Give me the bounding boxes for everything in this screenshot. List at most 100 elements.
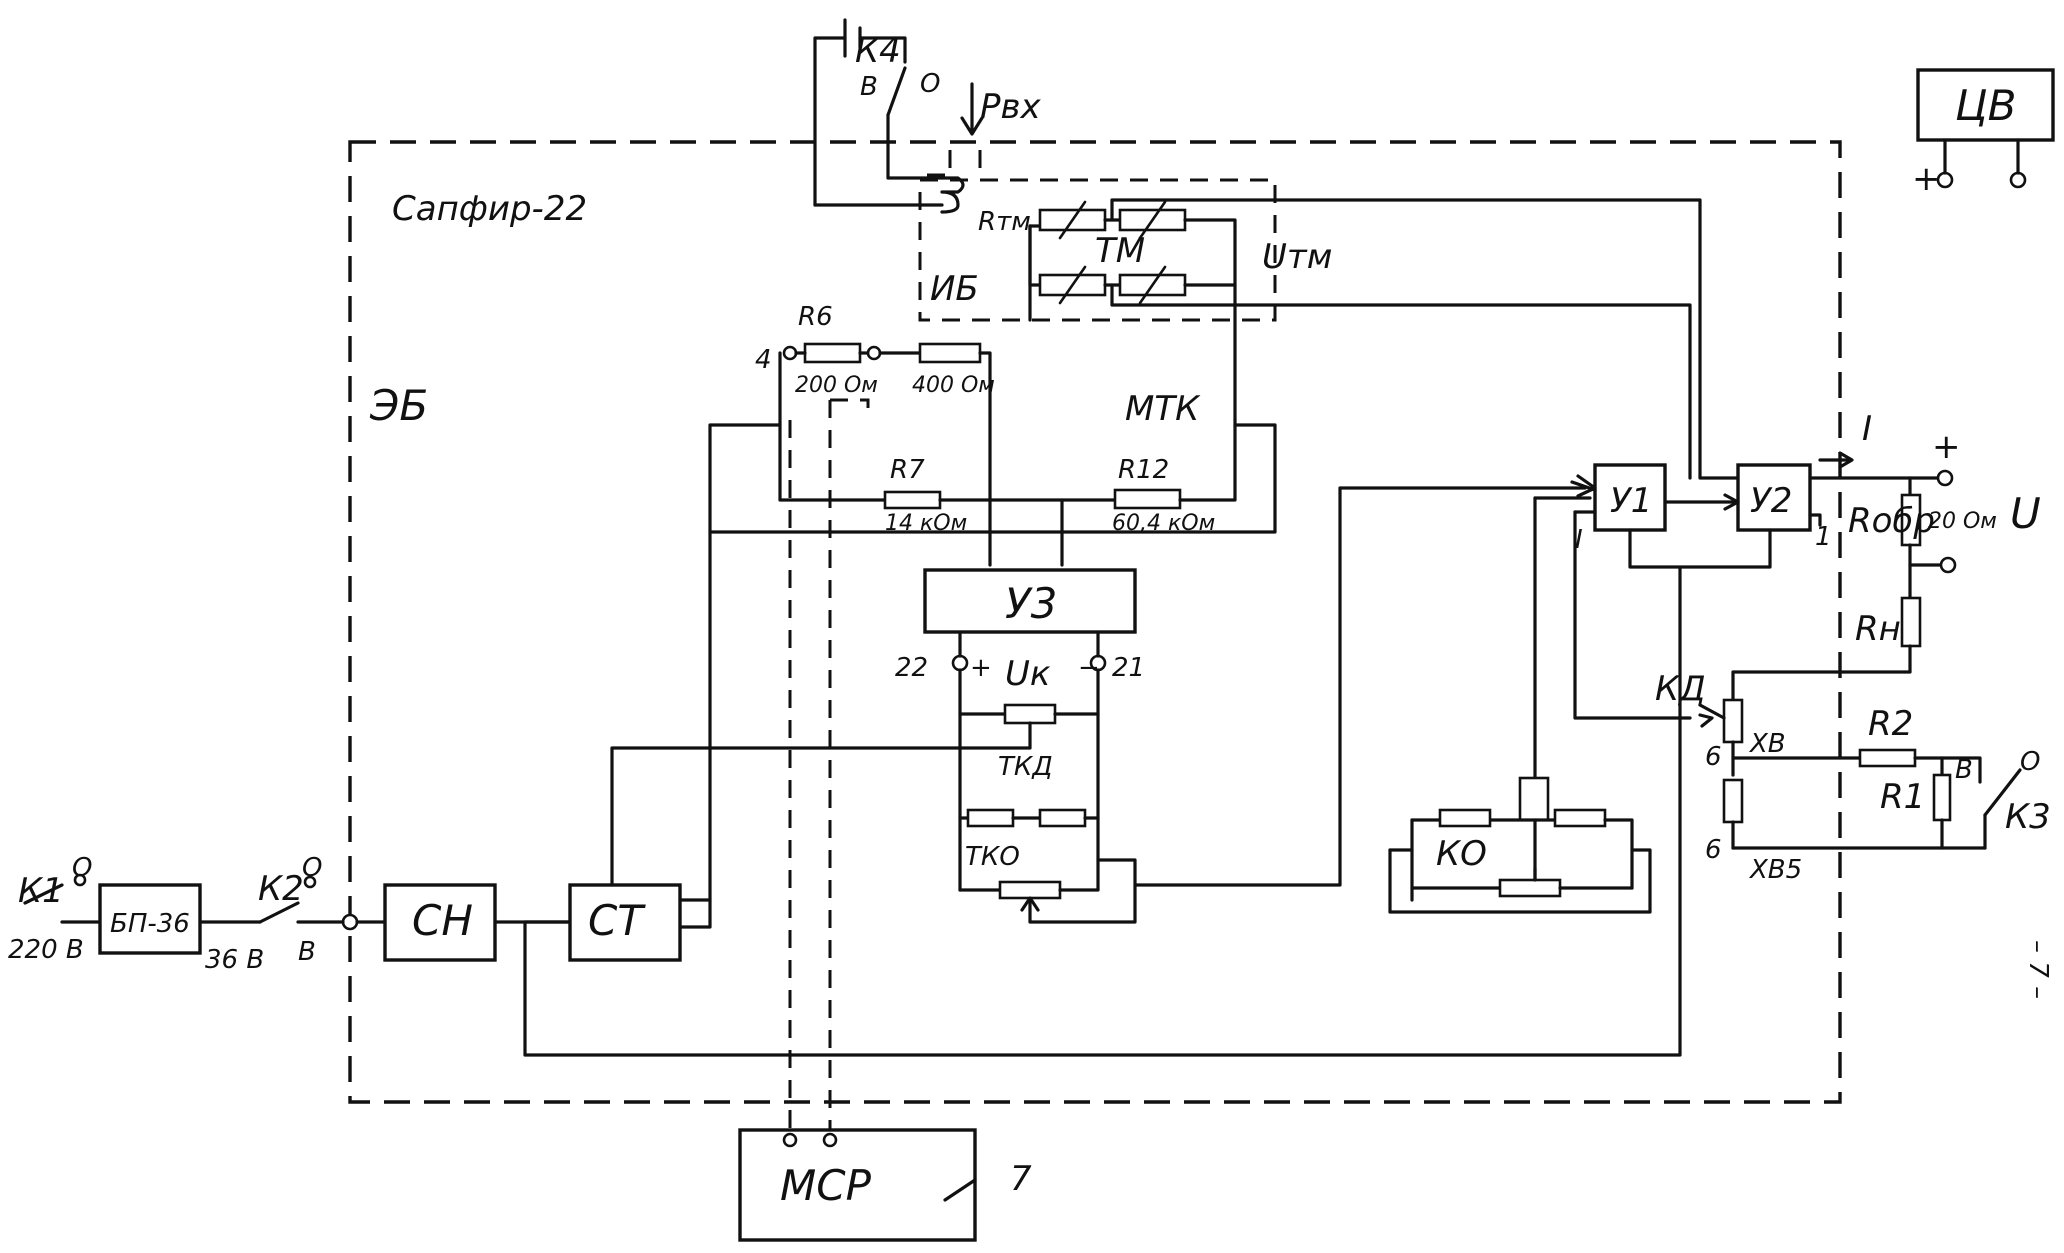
bridge-top-right [1183,218,1237,228]
tkd-to-ct [610,721,1032,908]
tko-potentiometer [998,880,1062,900]
uk-plus-label: + [970,653,992,683]
kd-resistor [1722,698,1744,744]
k3-switch-blade [1983,768,2022,817]
r1-resistor [1932,773,1952,822]
sensor-coil [940,176,965,214]
tko-pot-wiper [1028,858,1137,924]
ko-outer-loop [1388,848,1652,914]
side-page-mark: – 7 – [2023,940,2053,999]
tm-label: ТМ [1095,231,1145,271]
u-tm-label: Uтм [1262,237,1332,277]
out-plus-label: + [1932,427,1961,467]
xv-label: ХВ [1748,729,1786,759]
node-22-terminal [951,654,969,672]
p-in-arrow-head [960,116,984,136]
ko-potentiometer [1498,878,1562,898]
out-minus-terminal [1939,556,1957,574]
kd-wiper-arrow [1698,713,1714,728]
r400-value-label: 400 Ом [912,373,995,398]
tm-resistor-3-trim [1058,265,1087,305]
p-in-chamber-left [920,150,952,177]
k4-o-label: О [920,69,940,99]
tm-resistor-1-trim [1058,200,1087,240]
r-obr-label: Rобр [1848,501,1935,541]
sapfir-label: Сапфир-22 [392,189,587,229]
k1-o-label: О [72,853,92,883]
r12-label: R12 [1118,455,1169,485]
ko-center-resistor [1518,776,1550,822]
node-4-label: 4 [755,345,772,375]
k3-label: К3 [2005,797,2051,837]
ib-boundary [918,178,1277,322]
mcp-terminal-left [782,1132,798,1148]
u3-label: У3 [1005,579,1057,628]
eb-boundary [348,140,1842,1104]
mcp-block [738,1128,977,1242]
ko-label: КО [1436,834,1487,874]
r2-label: R2 [1868,704,1913,744]
ko-resistor-left [1438,808,1492,828]
r12-resistor [1113,488,1182,510]
k4-lead [886,113,944,180]
mtk-return-line [708,423,1277,534]
k3-b-label: В [1955,755,1973,785]
tko-resistor-2 [1038,808,1087,828]
ct-label: СТ [588,896,646,945]
u3-amplifier [923,568,1137,634]
k2-contact [303,875,317,889]
eb-input-terminal [341,913,359,931]
ko-resistor-right [1553,808,1607,828]
u2-mark-label: 1 [1815,522,1832,552]
tkd-resistor [1003,703,1057,725]
current-arrow-head [1838,451,1854,469]
r400-resistor [918,342,982,364]
r-tm-label: Rтм [978,207,1031,237]
r-h-label: Rн [1855,609,1901,649]
node4-to-r7 [778,351,887,502]
v220-label: 220 В [8,935,84,965]
k4-b-label: В [860,72,878,102]
node-4-terminal [782,345,798,361]
node-22-label: 22 [895,653,928,683]
tko-resistor-1 [966,808,1015,828]
r6-dashed-link [830,398,870,408]
xv-resistor [1722,778,1744,824]
ct-block [568,883,682,962]
ib-label: ИБ [930,269,979,309]
k4-label: К4 [855,31,901,71]
r6-tap-terminal [866,345,882,361]
bp36-block [98,883,202,955]
r7-resistor [883,490,942,510]
tm-resistor-2-trim [1138,200,1167,240]
mcp-label: МСР [780,1161,872,1210]
battery-lead-right [858,36,907,64]
u2-amplifier [1736,463,1812,532]
mtk-label: МТК [1125,389,1201,429]
p-in-label: Pвх [980,87,1042,127]
node4-feedback-to-ct [678,423,782,929]
k1-contact [73,873,87,887]
r2-resistor [1858,748,1917,768]
node-6a-label: 6 [1705,742,1722,772]
cv-label: ЦВ [1955,81,2016,130]
k2-b-label: В [298,937,316,967]
tko-label: ТКО [965,842,1020,872]
u2-label: У2 [1750,481,1792,521]
mcp-terminal-right [822,1132,838,1148]
k1-label: К1 [18,871,64,911]
r12-to-bridge [1178,418,1237,502]
k4-switch-blade [886,66,907,117]
robr-bottom-lead [1908,543,1944,567]
ch-block [383,883,497,962]
u1-label: У1 [1610,481,1652,521]
u2-return [1678,528,1772,569]
battery-lead-left [813,36,847,207]
r12-value-label: 60,4 кОм [1112,511,1215,536]
kd-label: КД [1655,669,1706,709]
bp36-label: БП-36 [110,909,190,939]
k2-switch-blade [258,901,300,924]
cv-plus-label: + [1912,159,1941,199]
current-i-label: I [1862,409,1872,449]
